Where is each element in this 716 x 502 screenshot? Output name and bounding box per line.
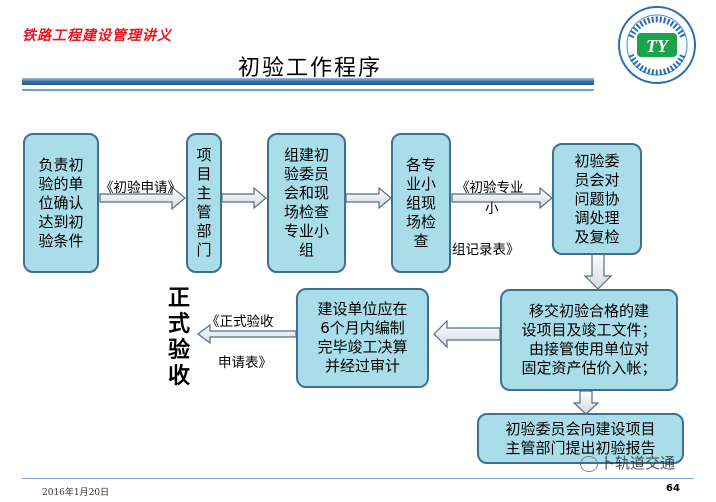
arrow-1 [99,185,186,211]
box-confirm-conditions: 负责初验的单位确认达到初验条件 [23,133,99,273]
watermark-text: 卜轨道交通 [600,454,676,472]
title-rule-thin [22,89,594,91]
box-submit-report: 初验委员会向建设项目主管部门提出初验报告 [477,413,684,464]
box-coordinate-recheck: 初验委员会对问题协调处理及复检 [552,143,642,255]
box-form-committee-text: 组建初验委员会和现场检查专业小组 [283,146,329,259]
railway-logo-icon: TY [618,6,696,84]
box-handover-text: 移交初验合格的建设项目及竣工文件；由接管使用单位对固定资产估价入帐； [521,302,657,377]
footer-line [22,478,694,479]
label-apply: 《初验申请》 [100,180,181,196]
box-coordinate-recheck-text: 初验委员会对问题协调处理及复检 [574,151,620,246]
label-group-record-1: 《初验专业 [456,180,524,196]
arrow-8 [572,390,600,415]
label-group-record-2: 小 [485,201,499,217]
page-number: 64 [666,483,680,494]
title-rule [22,78,594,85]
arrow-6 [433,319,501,349]
arrow-5 [583,253,613,290]
page-title: 初验工作程序 [238,56,383,81]
arrow-7 [197,323,297,345]
label-formal-form-2: 申请表》 [218,355,272,371]
formal-acceptance: 正式验收 [167,285,190,389]
box-site-inspection-text: 各专业小组现场检查 [405,155,436,250]
label-formal-form-1: 《正式验收 [206,314,274,330]
arrow-4 [451,186,553,210]
footer-date: 2016年1月20日 [42,488,110,498]
wechat-icon [580,455,598,472]
box-form-committee: 组建初验委员会和现场检查专业小组 [267,133,346,273]
watermark: 卜轨道交通 [580,452,675,473]
box-project-dept-text: 项目主管部门 [196,146,212,259]
logo-mark: TY [646,36,670,56]
box-handover: 移交初验合格的建设项目及竣工文件；由接管使用单位对固定资产估价入帐； [500,289,678,391]
arrow-3 [345,186,392,210]
arrow-2 [221,186,267,210]
box-site-inspection: 各专业小组现场检查 [391,133,451,273]
box-project-dept: 项目主管部门 [186,133,222,273]
box-submit-report-text: 初验委员会向建设项目主管部门提出初验报告 [505,419,656,457]
header-title: 铁路工程建设管理讲义 [22,28,172,44]
label-group-record-3: 组记录表》 [452,242,520,258]
box-confirm-conditions-text: 负责初验的单位确认达到初验条件 [38,155,84,250]
